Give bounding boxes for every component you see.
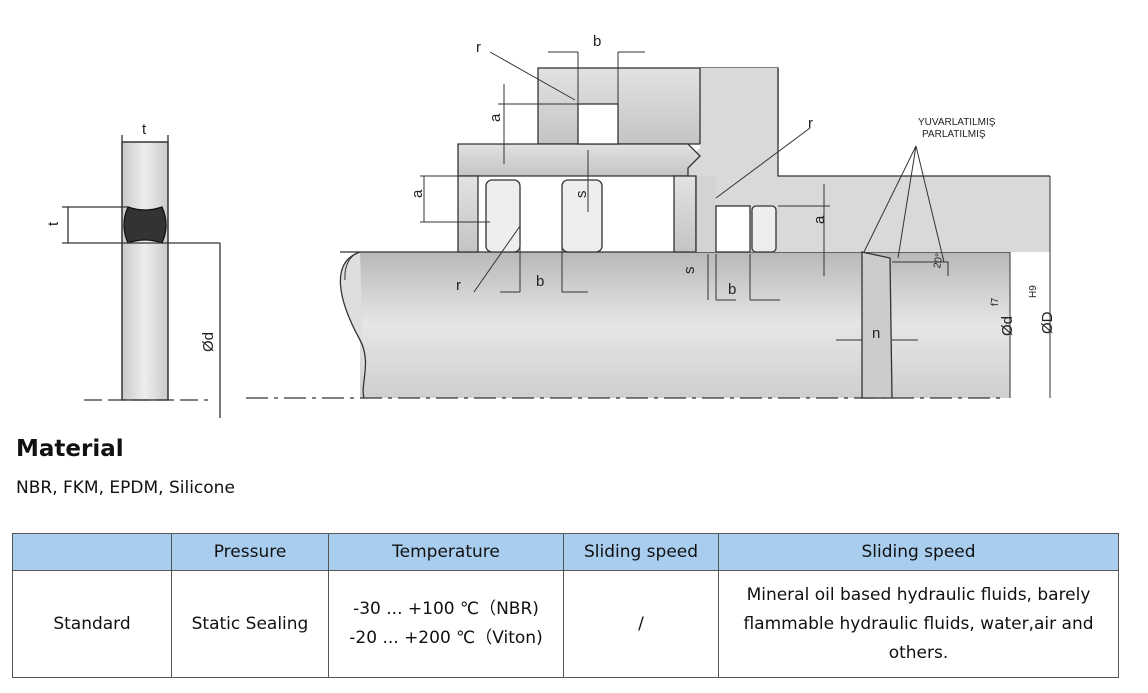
seal-installation-drawing: t t Ød bbox=[45, 33, 1056, 418]
a-right-label: a bbox=[811, 215, 828, 224]
r-right-label: r bbox=[808, 115, 813, 132]
rod-diameter-label: Ød bbox=[999, 316, 1016, 336]
b-lower-right-label: b bbox=[728, 281, 736, 298]
bore-diameter-label: Ød bbox=[200, 332, 217, 352]
cell-temperature: -30 ... +100 ℃（NBR) -20 ... +200 ℃（Viton… bbox=[328, 570, 564, 678]
n-label: n bbox=[872, 325, 880, 342]
cell-type: Standard bbox=[12, 570, 172, 678]
s-left-label: s bbox=[573, 191, 590, 199]
a-left-label: a bbox=[409, 189, 426, 198]
note-rounded: YUVARLATILMIŞ bbox=[918, 117, 996, 128]
r-top-label: r bbox=[476, 39, 481, 56]
cell-pressure: Static Sealing bbox=[171, 570, 329, 678]
dimension-lines bbox=[420, 51, 1051, 398]
header-sliding-speed-media: Sliding speed bbox=[718, 533, 1119, 571]
table-row: Standard Static Sealing -30 ... +100 ℃（N… bbox=[12, 570, 1119, 678]
o-ring-section-view bbox=[62, 135, 221, 418]
housing-diameter-label: ØD bbox=[1039, 311, 1056, 334]
material-list: NBR, FKM, EPDM, Silicone bbox=[16, 478, 235, 498]
note-polished: PARLATILMIŞ bbox=[922, 129, 986, 140]
header-pressure: Pressure bbox=[171, 533, 329, 571]
a-top-label: a bbox=[487, 113, 504, 122]
cell-media: Mineral oil based hydraulic fluids, bare… bbox=[718, 570, 1119, 678]
o-ring-cross-section bbox=[123, 206, 167, 244]
o-ring-strip bbox=[121, 141, 169, 401]
temperature-nbr: -30 ... +100 ℃（NBR) bbox=[353, 599, 539, 619]
b-top-label: b bbox=[593, 33, 601, 50]
cell-sliding-speed: / bbox=[563, 570, 719, 678]
material-heading: Material bbox=[16, 436, 124, 462]
b-lower-left-label: b bbox=[536, 273, 544, 290]
t-top-label: t bbox=[142, 121, 147, 138]
r-lower-left-label: r bbox=[456, 277, 461, 294]
t-side-label: t bbox=[45, 221, 62, 226]
rod-body bbox=[246, 251, 1010, 399]
media-line-2: flammable hydraulic fluids, water,air an… bbox=[743, 613, 1094, 663]
angle-label: 20° bbox=[932, 252, 945, 269]
media-line-1: Mineral oil based hydraulic fluids, bare… bbox=[746, 584, 1091, 605]
s-lower-right-label: s bbox=[681, 267, 698, 275]
housing-diameter-tolerance: H9 bbox=[1028, 285, 1039, 298]
spec-table: Pressure Temperature Sliding speed Slidi… bbox=[12, 533, 1119, 678]
header-temperature: Temperature bbox=[328, 533, 564, 571]
header-sliding-speed: Sliding speed bbox=[563, 533, 719, 571]
rod-diameter-tolerance: f7 bbox=[990, 297, 1001, 306]
spec-table-header: Pressure Temperature Sliding speed Slidi… bbox=[12, 533, 1119, 571]
header-blank bbox=[12, 533, 172, 571]
temperature-viton: -20 ... +200 ℃（Viton) bbox=[349, 628, 543, 648]
